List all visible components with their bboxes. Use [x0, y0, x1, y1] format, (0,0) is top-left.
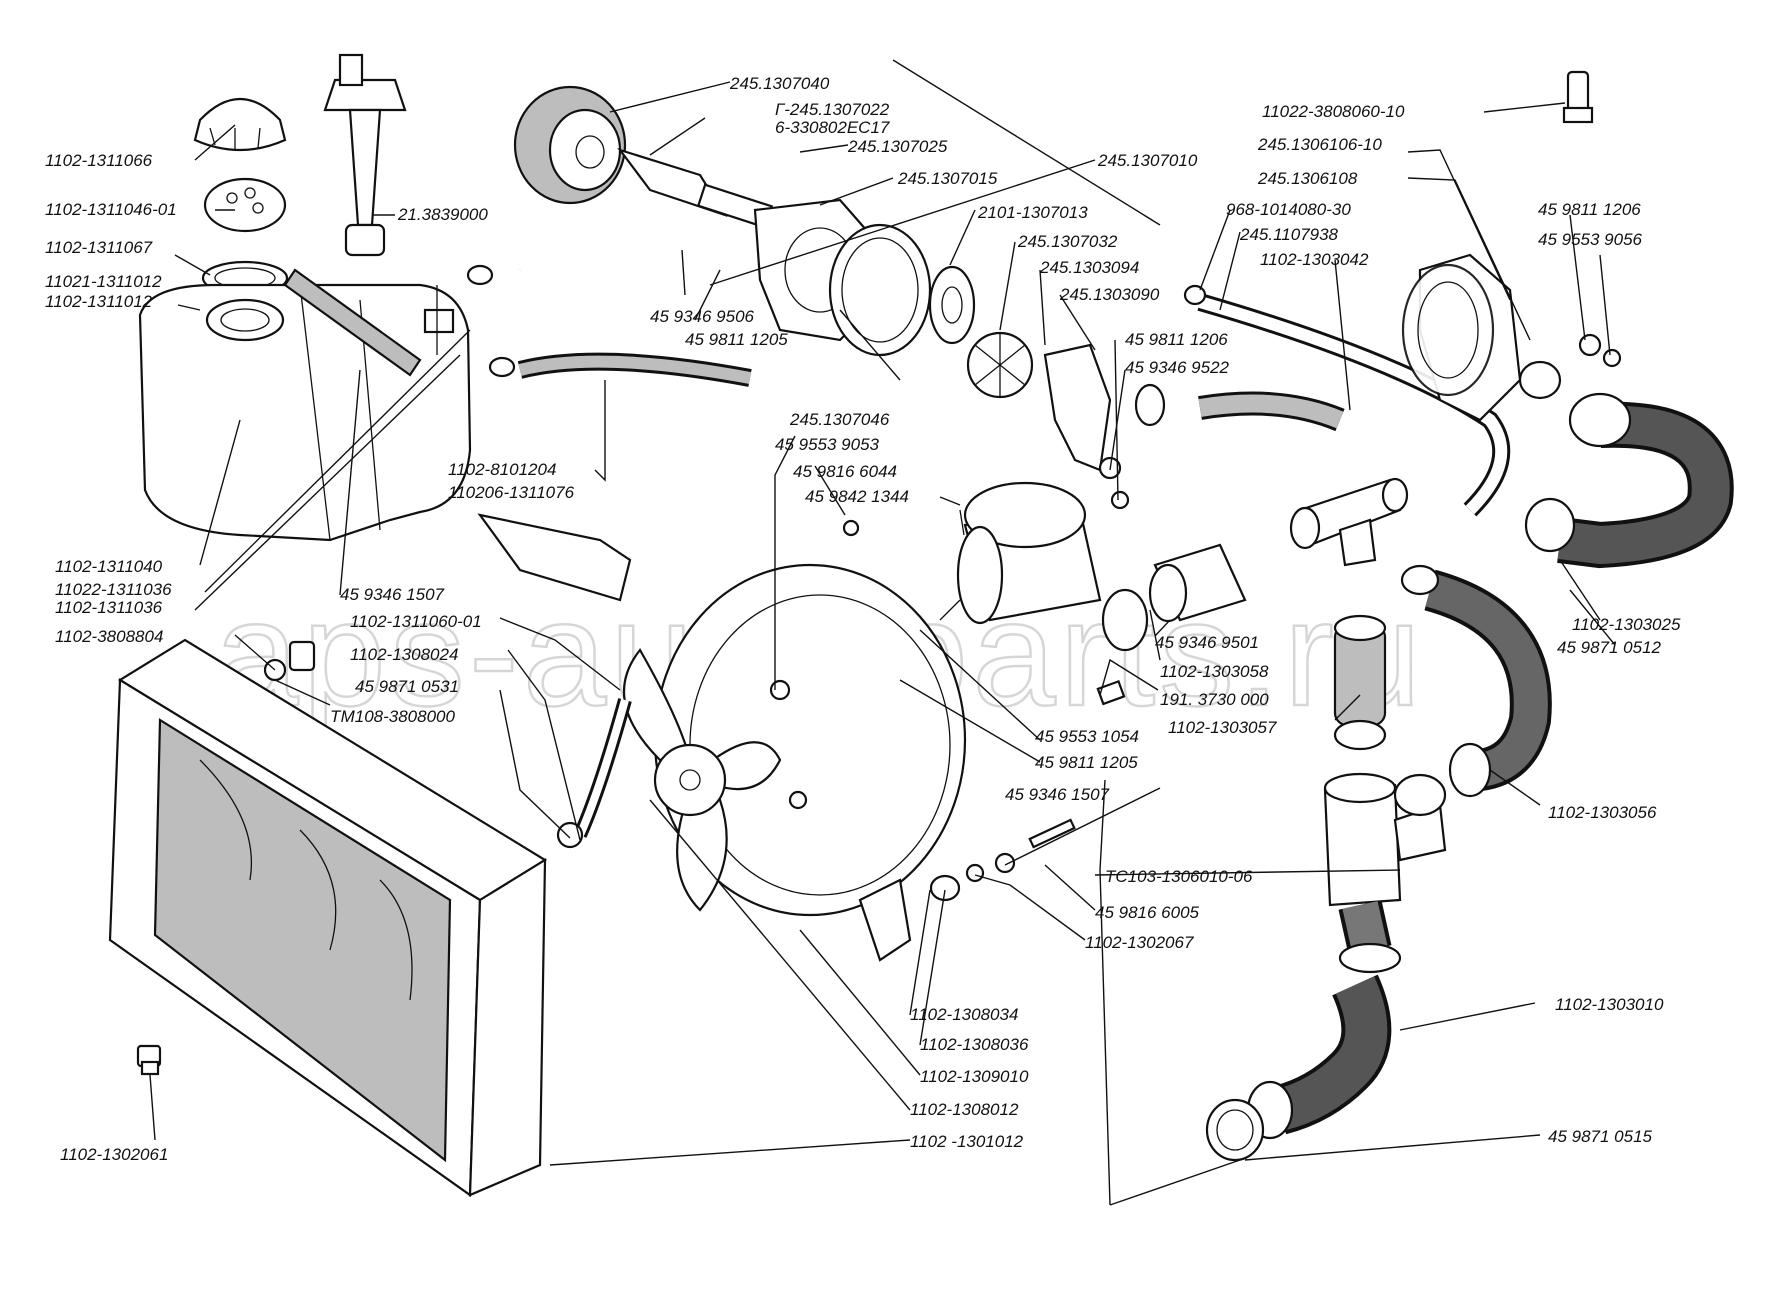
part-label-45-9811-1206-a: 45 9811 1206 [1125, 330, 1228, 349]
part-label-45-9346-1507-a: 45 9346 1507 [340, 585, 445, 604]
bypass-hose [1148, 543, 1247, 623]
tank-cap [193, 98, 287, 152]
heater-hose-short [1333, 614, 1387, 727]
part-label-1102-1303025: 1102-1303025 [1572, 615, 1681, 634]
part-label-1102-1302061: 1102-1302061 [60, 1145, 168, 1164]
part-label-45-9816-6044: 45 9816 6044 [793, 462, 897, 481]
thermostat [1323, 772, 1447, 907]
part-label-110206-1311076: 110206-1311076 [448, 483, 575, 502]
part-label-1102-1301012: 1102 -1301012 [910, 1132, 1024, 1151]
temperature-sensor [1562, 70, 1594, 124]
part-label-1102-1303058: 1102-1303058 [1160, 662, 1269, 681]
part-label-191-3730-000: 191. 3730 000 [1160, 690, 1269, 709]
radiator-drain-plug [136, 1044, 162, 1076]
part-label-45-9816-6005: 45 9816 6005 [1095, 903, 1200, 922]
part-label-6-330802ec17: 6-330802ЕС17 [775, 118, 890, 137]
part-label-1102-8101204: 1102-8101204 [448, 460, 556, 479]
part-label-45-9553-1054: 45 9553 1054 [1035, 727, 1139, 746]
pump-pulley [513, 85, 627, 205]
part-label-45-9553-9053: 45 9553 9053 [775, 435, 880, 454]
part-label-45-9871-0531: 45 9871 0531 [355, 677, 459, 696]
part-label-45-9553-9056: 45 9553 9056 [1538, 230, 1643, 249]
fan-electric-motor [939, 481, 1102, 625]
part-label-45-9871-0512: 45 9871 0512 [1557, 638, 1662, 657]
part-label-245-1303090: 245.1303090 [1059, 285, 1160, 304]
part-label-1102-1311060-01: 1102-1311060-01 [350, 612, 482, 631]
part-label-245-1307032: 245.1307032 [1017, 232, 1118, 251]
part-label-1102-1311066: 1102-1311066 [45, 151, 153, 170]
part-label-245-1303094: 245.1303094 [1039, 258, 1139, 277]
part-label-45-9871-0515: 45 9871 0515 [1548, 1127, 1653, 1146]
part-label-245-1307010: 245.1307010 [1097, 151, 1198, 170]
pump-inlet-pipe [1043, 343, 1166, 472]
part-label-45-9346-1507-b: 45 9346 1507 [1005, 785, 1110, 804]
part-label-1102-1311040: 1102-1311040 [55, 557, 163, 576]
part-label-45-9346-9522: 45 9346 9522 [1125, 358, 1230, 377]
thermostat-housing [1401, 253, 1562, 422]
part-label-45-9346-9501: 45 9346 9501 [1155, 633, 1259, 652]
part-label-1102-1303010: 1102-1303010 [1555, 995, 1664, 1014]
part-label-1102-1308012: 1102-1308012 [910, 1100, 1019, 1119]
part-label-1102-1311046-01: 1102-1311046-01 [45, 200, 177, 219]
fan-shroud [477, 513, 967, 962]
radiator [108, 638, 548, 1198]
part-label-245-1307015: 245.1307015 [897, 169, 998, 188]
part-label-1102-1303056: 1102-1303056 [1548, 803, 1657, 822]
part-label-11021-1311012: 11021-1311012 [45, 272, 162, 291]
part-label-245-1107938: 245.1107938 [1239, 225, 1339, 244]
pump-impeller [966, 331, 1034, 399]
part-label-45-9842-1344: 45 9842 1344 [805, 487, 909, 506]
part-label-1102-3808804: 1102-3808804 [55, 627, 163, 646]
pump-shaft-bearing [617, 147, 774, 229]
part-label-g-245-1307022: Г-245.1307022 [775, 100, 890, 119]
fan-impeller [622, 648, 782, 912]
part-label-45-9811-1205-a: 45 9811 1205 [685, 330, 788, 349]
part-label-245-1307040: 245.1307040 [729, 74, 830, 93]
part-label-1102-1311012: 1102-1311012 [45, 292, 153, 311]
part-label-245-1307025: 245.1307025 [847, 137, 948, 156]
part-label-45-9346-9506: 45 9346 9506 [650, 307, 755, 326]
part-label-1102-1303042: 1102-1303042 [1260, 250, 1369, 269]
part-label-245-1307046: 245.1307046 [789, 410, 890, 429]
leader-lines [149, 59, 1616, 1206]
part-label-1102-1311067: 1102-1311067 [45, 238, 153, 257]
part-label-45-9811-1205-b: 45 9811 1205 [1035, 753, 1138, 772]
tee-pipe [1289, 477, 1409, 567]
part-label-1102-1308024: 1102-1308024 [350, 645, 458, 664]
part-label-1102-1311036: 1102-1311036 [55, 598, 163, 617]
part-label-1102-1308034: 1102-1308034 [910, 1005, 1018, 1024]
part-label-11022-1311036: 11022-1311036 [55, 580, 172, 599]
tank-cap-valve [203, 177, 287, 233]
part-label-1102-1308036: 1102-1308036 [920, 1035, 1029, 1054]
pump-gasket [828, 223, 932, 357]
part-label-245-1306106-10: 245.1306106-10 [1257, 135, 1382, 154]
part-label-2101-1307013: 2101-1307013 [977, 203, 1088, 222]
part-label-968-1014080-30: 968-1014080-30 [1226, 200, 1351, 219]
part-label-245-1306108: 245.1306108 [1257, 169, 1358, 188]
part-label-tc103-1306010-06: ТС103-1306010-06 [1105, 867, 1253, 886]
part-label-1102-1303057: 1102-1303057 [1168, 718, 1277, 737]
part-label-11022-3808060-10: 11022-3808060-10 [1262, 102, 1405, 121]
pump-seal [928, 265, 976, 345]
part-label-21-3839000: 21.3839000 [397, 205, 488, 224]
expansion-tank [138, 268, 472, 542]
part-label-1102-1302067: 1102-1302067 [1085, 933, 1194, 952]
coolant-level-sensor [323, 53, 407, 257]
part-label-45-9811-1206-b: 45 9811 1206 [1538, 200, 1641, 219]
part-label-1102-1309010: 1102-1309010 [920, 1067, 1029, 1086]
part-label-tm108-3808000: ТМ108-3808000 [330, 707, 455, 726]
